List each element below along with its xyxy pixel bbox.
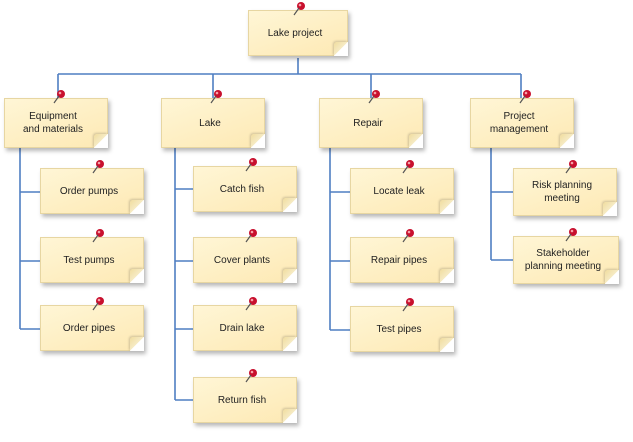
- task-label: Test pumps: [63, 254, 115, 266]
- task-label: Locate leak: [373, 185, 425, 197]
- branch-lake[interactable]: Lake: [161, 90, 265, 148]
- pushpin-icon: [245, 297, 257, 311]
- pushpin-icon: [565, 160, 577, 174]
- pushpin-icon: [402, 229, 414, 243]
- pushpin-icon: [245, 229, 257, 243]
- pushpin-icon: [402, 160, 414, 174]
- branch-label: Repair: [353, 117, 383, 129]
- task-label: Risk planning meeting: [531, 180, 593, 204]
- pushpin-icon: [92, 160, 104, 174]
- task-test-pipes[interactable]: Test pipes: [350, 298, 454, 352]
- connector-branch-2: [174, 148, 193, 401]
- branch-label: Equipment and materials: [22, 111, 84, 135]
- pushpin-icon: [245, 158, 257, 172]
- pushpin-icon: [245, 369, 257, 383]
- connector-branch-3: [329, 148, 350, 331]
- pushpin-icon: [519, 90, 531, 104]
- pushpin-icon: [210, 90, 222, 104]
- pushpin-icon: [565, 228, 577, 242]
- task-repair-pipes[interactable]: Repair pipes: [350, 229, 454, 283]
- task-cover-plants[interactable]: Cover plants: [193, 229, 297, 283]
- task-risk-planning-meeting[interactable]: Risk planning meeting: [513, 160, 617, 216]
- branch-label: Project management: [489, 111, 549, 135]
- pushpin-icon: [368, 90, 380, 104]
- task-label: Order pipes: [62, 322, 116, 334]
- task-locate-leak[interactable]: Locate leak: [350, 160, 454, 214]
- task-drain-lake[interactable]: Drain lake: [193, 297, 297, 351]
- pushpin-icon: [293, 2, 305, 16]
- branch-equipment-and-materials[interactable]: Equipment and materials: [4, 90, 108, 148]
- task-order-pipes[interactable]: Order pipes: [40, 297, 144, 351]
- connector-branch-4: [490, 148, 513, 261]
- pushpin-icon: [92, 297, 104, 311]
- root-label: Lake project: [267, 27, 323, 39]
- root-node[interactable]: Lake project: [248, 2, 348, 56]
- branch-project-management[interactable]: Project management: [470, 90, 574, 148]
- pushpin-icon: [92, 229, 104, 243]
- pushpin-icon: [53, 90, 65, 104]
- task-label: Catch fish: [219, 183, 265, 195]
- task-return-fish[interactable]: Return fish: [193, 369, 297, 423]
- task-stakeholder-planning-meeting[interactable]: Stakeholder planning meeting: [513, 228, 619, 284]
- task-label: Return fish: [217, 394, 267, 406]
- task-label: Drain lake: [219, 322, 265, 334]
- task-label: Order pumps: [59, 185, 119, 197]
- branch-label: Lake: [199, 117, 221, 129]
- branch-repair[interactable]: Repair: [319, 90, 423, 148]
- task-label: Stakeholder planning meeting: [524, 248, 602, 272]
- task-test-pumps[interactable]: Test pumps: [40, 229, 144, 283]
- task-label: Test pipes: [376, 323, 422, 335]
- task-catch-fish[interactable]: Catch fish: [193, 158, 297, 212]
- task-order-pumps[interactable]: Order pumps: [40, 160, 144, 214]
- task-label: Cover plants: [213, 254, 271, 266]
- task-label: Repair pipes: [370, 254, 428, 266]
- pushpin-icon: [402, 298, 414, 312]
- connector-branch-1: [19, 148, 40, 330]
